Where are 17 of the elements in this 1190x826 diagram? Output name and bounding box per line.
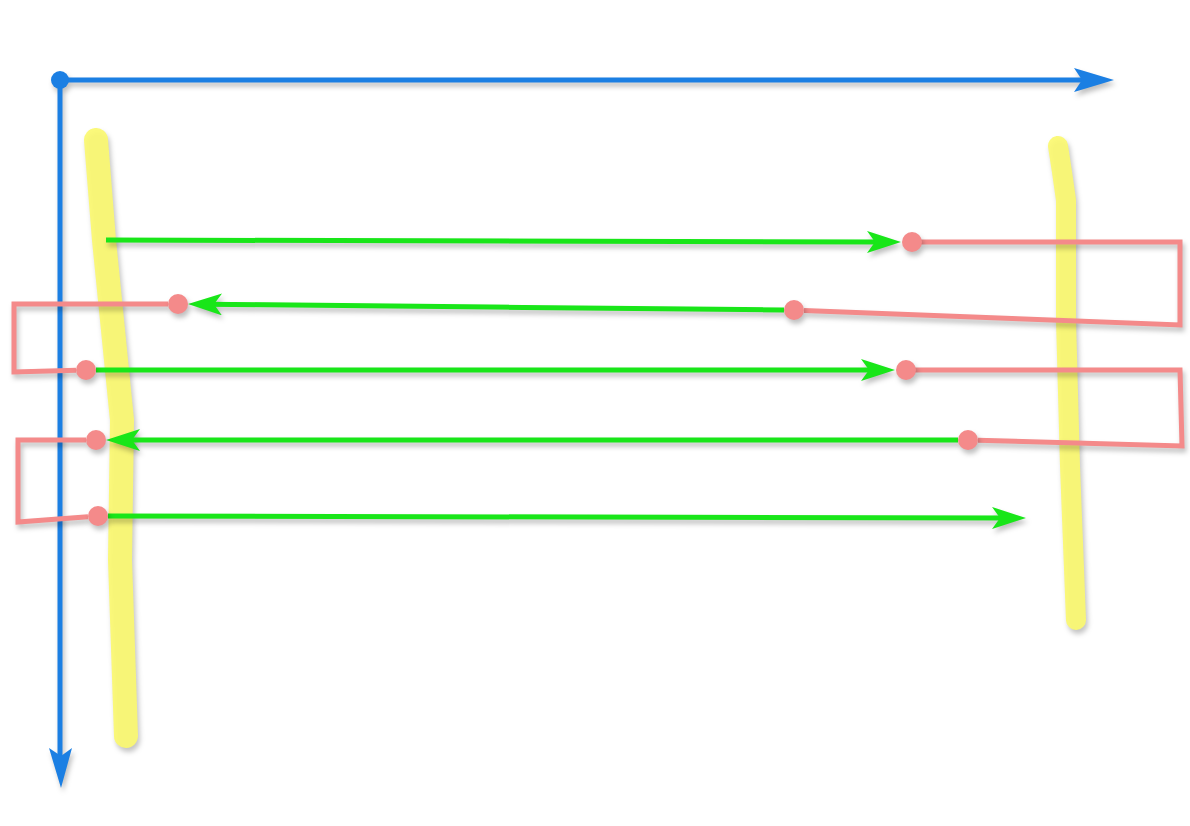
connector-line xyxy=(11,301,168,375)
dot-icon xyxy=(86,430,106,450)
connector-line xyxy=(803,239,1183,328)
arrow xyxy=(188,293,785,316)
connector-line xyxy=(915,367,1185,449)
dot-icon xyxy=(901,232,921,252)
dot-icon xyxy=(958,430,978,450)
connector-line xyxy=(15,437,89,525)
dot-icon xyxy=(168,294,188,314)
arrow xyxy=(106,230,901,253)
dot-icon xyxy=(895,360,915,380)
dot-icon xyxy=(76,360,96,380)
dot-icon xyxy=(88,506,108,526)
arrow xyxy=(96,359,895,381)
arrow xyxy=(106,429,958,451)
arrow xyxy=(108,506,1026,529)
dot-icon xyxy=(784,300,804,320)
